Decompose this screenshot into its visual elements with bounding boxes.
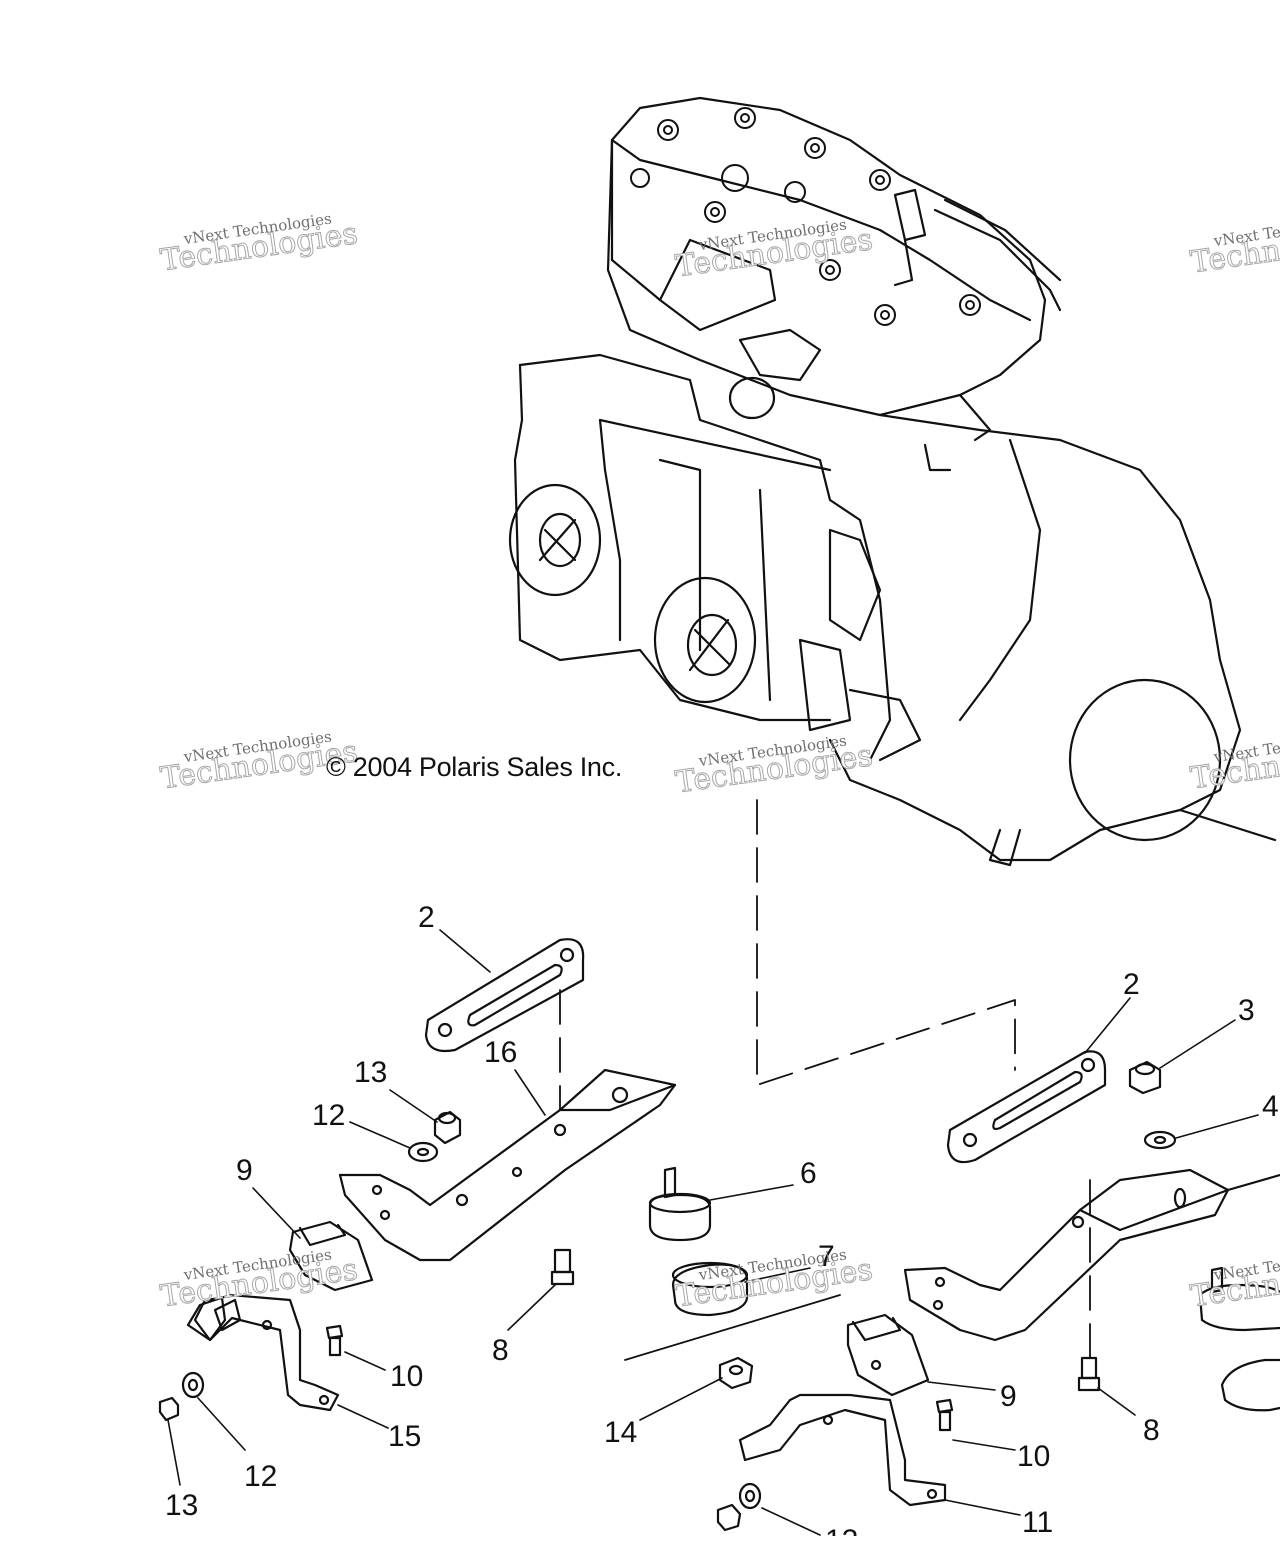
callout-10-left: 10 — [390, 1360, 423, 1393]
callout-8-right: 8 — [1143, 1414, 1160, 1447]
washer-lower-right — [738, 1482, 762, 1510]
mount-bracket-right — [738, 1393, 947, 1507]
nut-upper-left — [433, 1110, 462, 1145]
washer-lower-left — [181, 1371, 205, 1399]
washer-upper-left — [407, 1141, 439, 1163]
strap-left — [424, 938, 585, 1053]
callout-3: 3 — [1238, 994, 1255, 1027]
alignment-lines — [559, 799, 1091, 1371]
isolator-mount — [648, 1166, 712, 1242]
alignment-line-mount — [624, 1294, 841, 1361]
nut-lower-right — [716, 1503, 742, 1532]
callout-12-bottom: 12 — [825, 1524, 858, 1536]
engine-bracket-right — [903, 1168, 1280, 1342]
callout-labels: 2 16 13 12 9 6 7 8 10 15 12 13 14 2 3 4 … — [165, 901, 1279, 1541]
callout-4: 4 — [1262, 1090, 1279, 1123]
callout-14: 14 — [604, 1416, 637, 1449]
rubber-puck-right-partial — [1220, 1358, 1280, 1412]
callout-9-left: 9 — [236, 1154, 253, 1187]
flange-bolt-right — [935, 1398, 954, 1432]
callout-16: 16 — [484, 1036, 517, 1069]
rubber-mount-right — [846, 1313, 930, 1397]
rubber-puck — [671, 1261, 749, 1317]
callout-13-upper: 13 — [354, 1056, 387, 1089]
callout-6: 6 — [800, 1157, 817, 1190]
callout-12-upper: 12 — [312, 1099, 345, 1132]
isolator-mount-right-partial — [1198, 1266, 1280, 1332]
callout-2-left: 2 — [418, 901, 435, 934]
bolt-right — [1077, 1356, 1101, 1392]
engine-bracket-left — [338, 1068, 677, 1262]
callout-7: 7 — [818, 1240, 835, 1273]
callout-2-right: 2 — [1123, 968, 1140, 1001]
nut-right — [1128, 1060, 1162, 1095]
callout-12-lower: 12 — [244, 1460, 277, 1493]
strap-right — [946, 1050, 1107, 1164]
flange-bolt-left — [325, 1324, 344, 1357]
mount-bracket-left — [186, 1293, 340, 1412]
washer-right — [1143, 1130, 1177, 1150]
callout-11: 11 — [1022, 1506, 1053, 1536]
copyright-notice: © 2004 Polaris Sales Inc. — [326, 752, 623, 782]
callout-13-lower: 13 — [165, 1489, 198, 1522]
flange-nut-center — [718, 1356, 754, 1390]
callout-9-right: 9 — [1000, 1380, 1017, 1413]
engine-assembly — [508, 96, 1277, 867]
callout-15: 15 — [388, 1420, 421, 1453]
leader-lines — [167, 929, 1259, 1536]
nut-lower-left — [158, 1396, 180, 1422]
callout-10-right: 10 — [1017, 1440, 1050, 1473]
bolt-left — [550, 1248, 575, 1286]
callout-8-left: 8 — [492, 1334, 509, 1367]
rubber-mount-left — [288, 1220, 374, 1292]
